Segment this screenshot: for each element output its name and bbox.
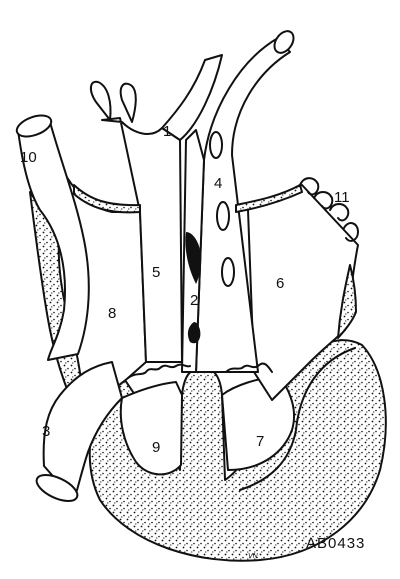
label-8: 8 [108,305,116,322]
label-10: 10 [20,149,37,166]
figure-code: AB0433 [306,535,365,552]
label-2: 2 [190,292,198,309]
label-5: 5 [152,264,160,281]
label-4: 4 [214,175,222,192]
artist-signature: VN [248,553,259,560]
aorta-valve-cusp-2 [217,202,229,230]
label-1: 1 [163,123,171,140]
label-9: 9 [152,439,160,456]
label-6: 6 [276,275,284,292]
aorta-valve-cusp-1 [210,132,222,158]
vessel-branch-a [91,82,111,120]
aorta-valve-cusp-3 [222,258,234,286]
label-3: 3 [42,423,50,440]
label-7: 7 [256,433,264,450]
label-11: 11 [334,189,350,206]
vessel-branch-b [121,84,136,122]
